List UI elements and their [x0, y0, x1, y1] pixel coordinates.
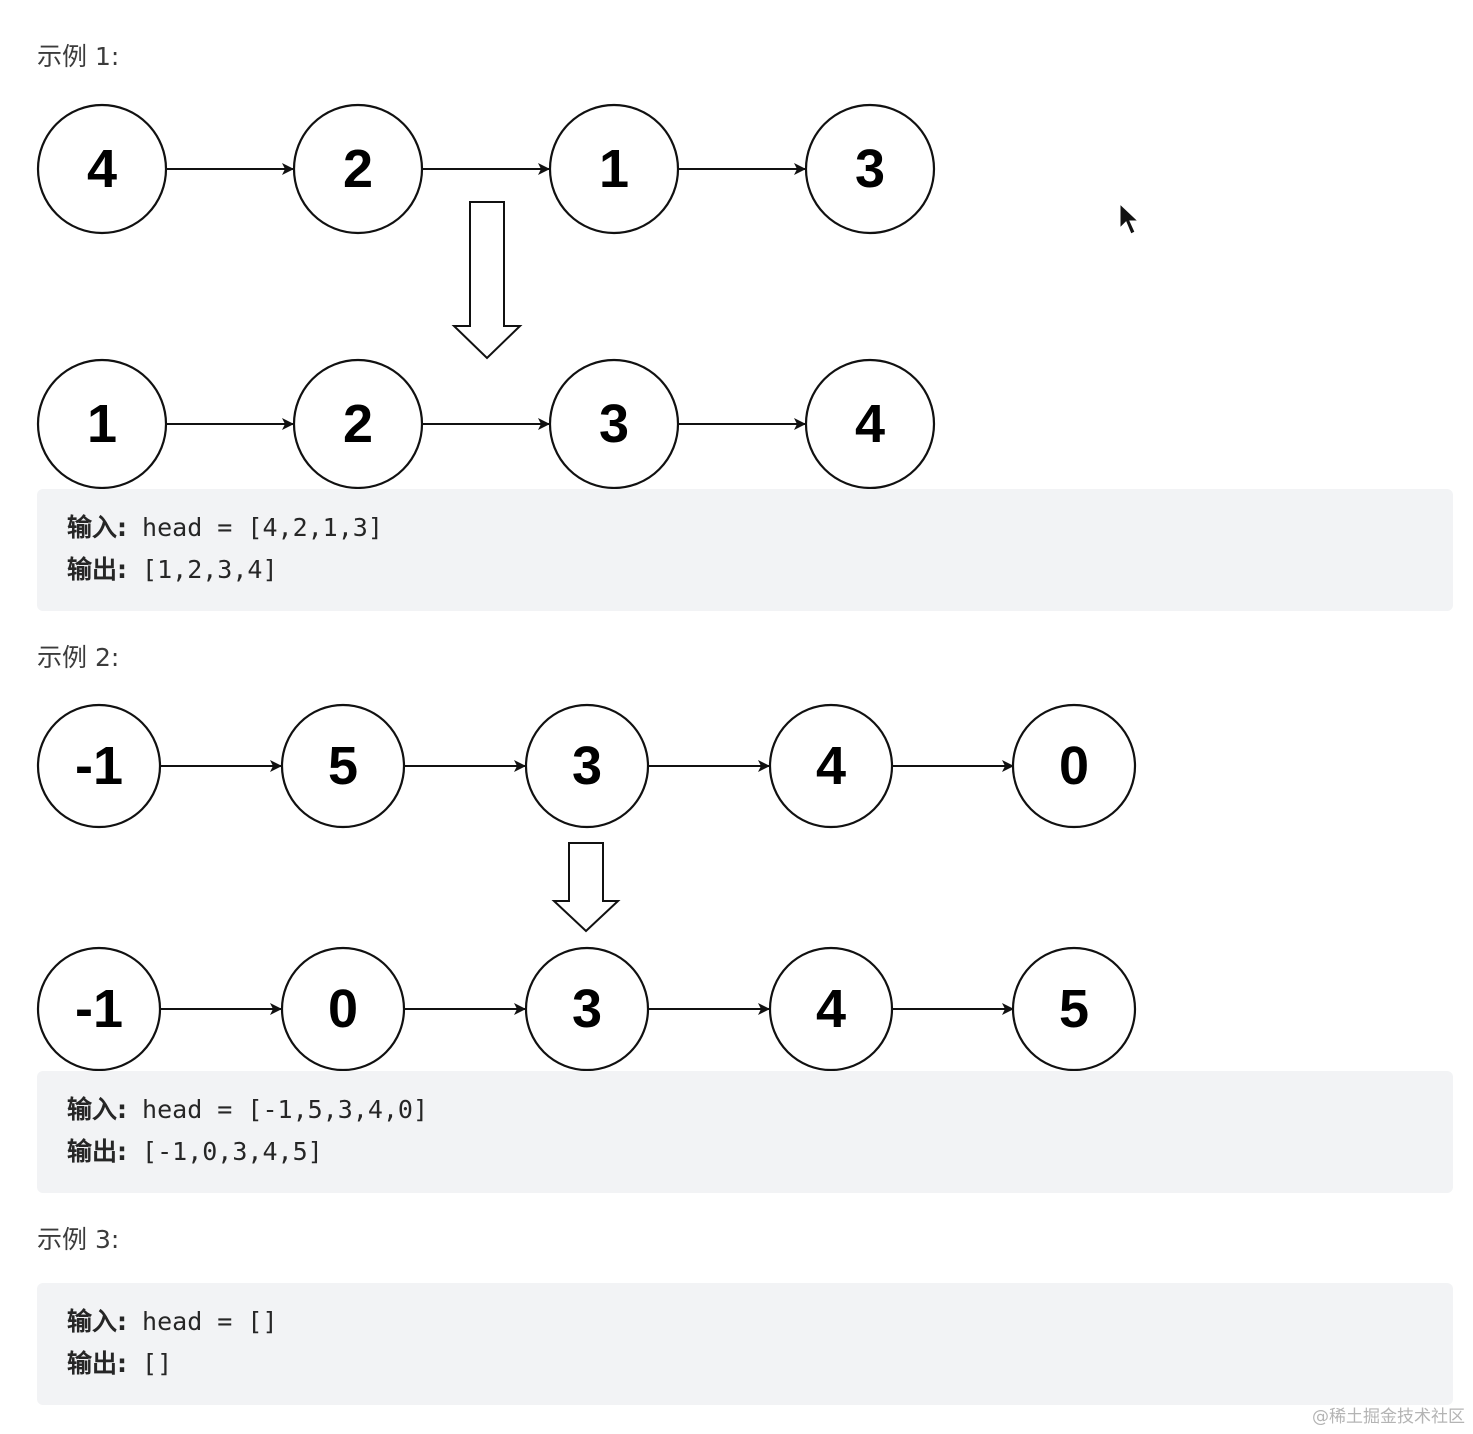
example-1-after-list: 1 2 3 4 — [36, 358, 936, 490]
node-value: 4 — [855, 394, 885, 454]
input-label: 输入: — [67, 1307, 127, 1336]
node-value: 3 — [855, 139, 885, 199]
node-value: 5 — [1059, 979, 1089, 1039]
node-value: 4 — [816, 736, 846, 796]
node-value: 4 — [816, 979, 846, 1039]
output-line: 输出: [] — [67, 1351, 172, 1376]
list-node: 0 — [1011, 703, 1137, 829]
list-node: 4 — [768, 703, 894, 829]
output-value: [-1,0,3,4,5] — [127, 1137, 323, 1166]
node-value: 3 — [599, 394, 629, 454]
list-node: 2 — [292, 103, 424, 235]
list-node: 1 — [548, 103, 680, 235]
mouse-cursor-icon — [1119, 202, 1140, 235]
node-value: 0 — [328, 979, 358, 1039]
node-value: 0 — [1059, 736, 1089, 796]
list-node: 0 — [280, 946, 406, 1072]
example-1-code-block: 输入: head = [4,2,1,3] 输出: [1,2,3,4] — [37, 489, 1453, 611]
list-node: 4 — [804, 358, 936, 490]
list-node: -1 — [36, 946, 162, 1072]
output-value: [1,2,3,4] — [127, 555, 278, 584]
example-1-before-list: 4 2 1 3 — [36, 103, 936, 235]
input-label: 输入: — [67, 1095, 127, 1124]
input-value: head = [] — [127, 1307, 278, 1336]
input-label: 输入: — [67, 513, 127, 542]
list-node: 5 — [1011, 946, 1137, 1072]
node-value: 3 — [572, 979, 602, 1039]
list-node: 1 — [36, 358, 168, 490]
example-3-code-block: 输入: head = [] 输出: [] — [37, 1283, 1453, 1405]
example-2-label: 示例 2: — [37, 643, 120, 672]
input-value: head = [-1,5,3,4,0] — [127, 1095, 429, 1124]
node-value: 1 — [599, 139, 629, 199]
output-label: 输出: — [67, 555, 127, 584]
input-line: 输入: head = [] — [67, 1309, 278, 1334]
input-value: head = [4,2,1,3] — [127, 513, 383, 542]
watermark: @稀土掘金技术社区 — [1312, 1407, 1465, 1427]
node-value: 5 — [328, 736, 358, 796]
node-value: 1 — [87, 394, 117, 454]
output-line: 输出: [1,2,3,4] — [67, 557, 278, 582]
node-value: 2 — [343, 139, 373, 199]
example-3-label: 示例 3: — [37, 1225, 120, 1254]
list-node: 3 — [524, 946, 650, 1072]
example-2-code-block: 输入: head = [-1,5,3,4,0] 输出: [-1,0,3,4,5] — [37, 1071, 1453, 1193]
output-value: [] — [127, 1349, 173, 1378]
list-node: 3 — [804, 103, 936, 235]
list-node: 4 — [36, 103, 168, 235]
node-value: 3 — [572, 736, 602, 796]
output-line: 输出: [-1,0,3,4,5] — [67, 1139, 323, 1164]
down-arrow-icon — [551, 842, 621, 933]
input-line: 输入: head = [-1,5,3,4,0] — [67, 1097, 428, 1122]
output-label: 输出: — [67, 1349, 127, 1378]
example-2-after-list: -1 0 3 4 5 — [36, 946, 1137, 1072]
list-node: 4 — [768, 946, 894, 1072]
output-label: 输出: — [67, 1137, 127, 1166]
example-1-label: 示例 1: — [37, 42, 120, 71]
list-node: -1 — [36, 703, 162, 829]
list-node: 2 — [292, 358, 424, 490]
list-node: 3 — [548, 358, 680, 490]
down-arrow-icon — [451, 201, 523, 360]
list-node: 3 — [524, 703, 650, 829]
input-line: 输入: head = [4,2,1,3] — [67, 515, 383, 540]
node-value: -1 — [75, 736, 123, 796]
example-2-before-list: -1 5 3 4 0 — [36, 703, 1137, 829]
list-node: 5 — [280, 703, 406, 829]
node-value: 4 — [87, 139, 117, 199]
node-value: 2 — [343, 394, 373, 454]
node-value: -1 — [75, 979, 123, 1039]
